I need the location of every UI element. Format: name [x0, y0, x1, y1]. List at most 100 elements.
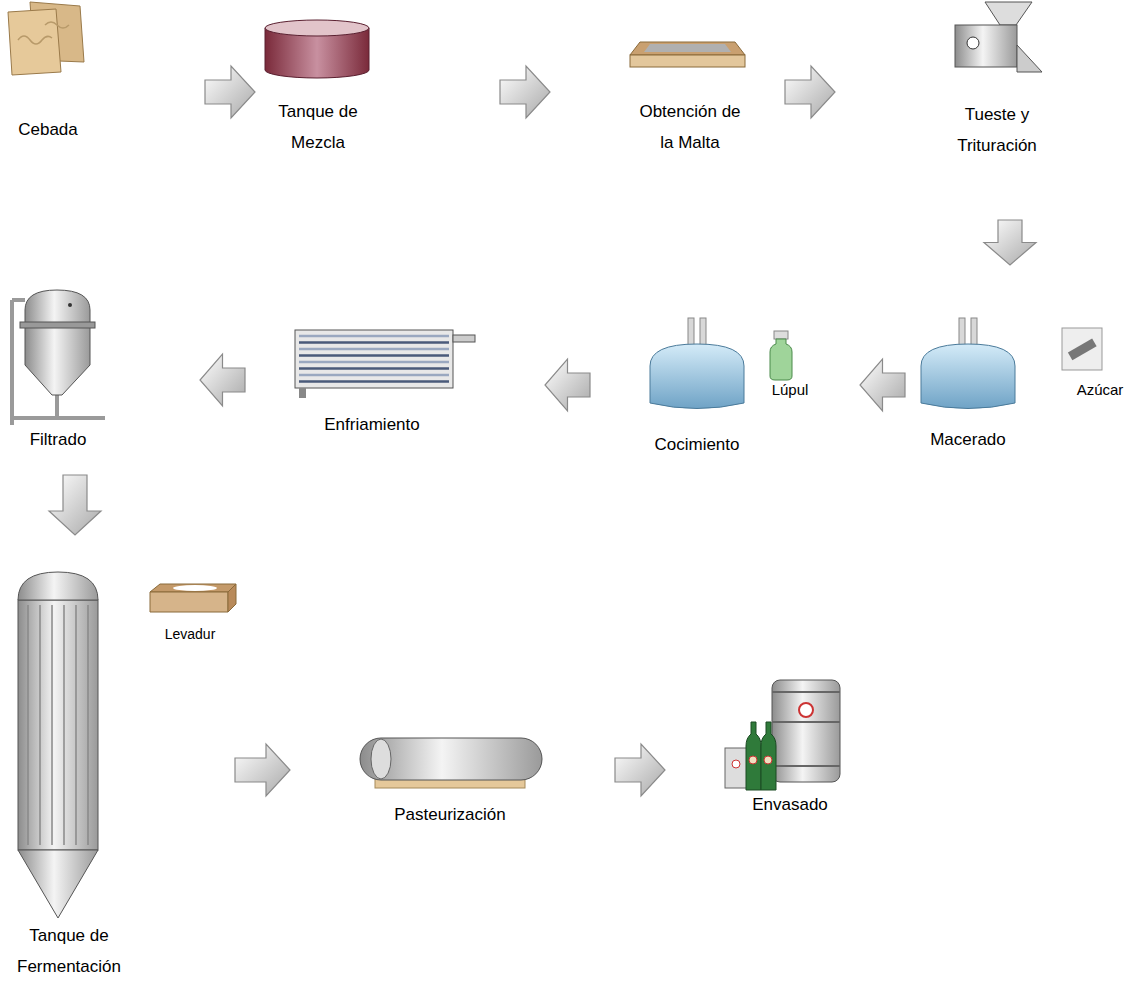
- cooler-tubes: [299, 380, 449, 383]
- barley-sacks: [18, 36, 52, 44]
- block-arrow: [984, 220, 1036, 265]
- step-label: Cocimiento: [654, 430, 739, 461]
- brew-kettle: [688, 318, 694, 348]
- cooler-tubes: [299, 336, 449, 382]
- cooler-tubes: [299, 335, 449, 338]
- process-step: Enfriamiento: [245, 300, 545, 470]
- filter-vessel: [20, 322, 95, 328]
- tank-ribs: [28, 605, 88, 845]
- packaging: [725, 748, 747, 788]
- block-arrow: [860, 359, 905, 411]
- packaging: [725, 680, 840, 790]
- process-step: Filtrado: [2, 275, 200, 475]
- packaging: [749, 756, 757, 764]
- roasting-grinder: [955, 2, 1042, 72]
- step-label: Pasteurización: [394, 800, 506, 831]
- cooler: [295, 330, 453, 388]
- cooler-tubes: [299, 374, 449, 377]
- ingredient-label: Lúpul: [772, 381, 809, 399]
- cooler-tubes: [299, 354, 449, 357]
- block-arrow: [615, 744, 665, 796]
- ingredient-label: Azúcar: [1077, 381, 1124, 399]
- cooler-tubes: [299, 367, 449, 370]
- block-arrow: [49, 475, 101, 535]
- sugar-icon: [1068, 339, 1097, 361]
- tank-ribs: [75, 605, 77, 845]
- packaging: [764, 756, 772, 764]
- cooler: [453, 335, 475, 342]
- brew-kettle: [650, 318, 744, 409]
- fermentation-tank: [18, 572, 98, 600]
- barley-sacks: [8, 2, 84, 75]
- block-arrow: [205, 66, 255, 118]
- process-step: Pasteurización: [290, 700, 615, 850]
- process-step: Cebada: [2, 0, 205, 150]
- sugar-icon: [1062, 328, 1102, 370]
- step-label: Cebada: [18, 115, 78, 146]
- ingredient-label: Levadur: [165, 626, 216, 643]
- pasteurizer: [371, 739, 391, 779]
- tank-ribs: [27, 605, 29, 845]
- fermentation-tank: [18, 572, 98, 918]
- mixing-tank: [265, 20, 369, 78]
- packaging: [772, 692, 840, 766]
- yeast-box: [150, 584, 236, 592]
- yeast-box: [150, 592, 228, 612]
- pasteurizer: [360, 738, 542, 780]
- roasting-grinder: [955, 25, 1017, 67]
- roasting-grinder: [985, 2, 1032, 25]
- hops-bottle: [770, 331, 792, 380]
- cooler-tubes: [299, 341, 449, 344]
- malting-tray: [630, 55, 745, 67]
- brew-kettle: [650, 344, 744, 409]
- yeast-box: [150, 584, 236, 612]
- packaging: [746, 722, 761, 790]
- tank-ribs: [39, 605, 41, 845]
- mash-tun: [959, 318, 965, 348]
- barley-sacks: [8, 9, 61, 75]
- mash-tun: [971, 318, 977, 348]
- fermentation-tank: [18, 850, 98, 918]
- sugar-icon: [1062, 328, 1102, 370]
- packaging: [761, 722, 776, 790]
- yeast-box: [173, 585, 217, 591]
- pasteurizer: [360, 738, 542, 788]
- step-label: Filtrado: [30, 425, 87, 456]
- step-label: Enfriamiento: [324, 410, 419, 441]
- hops-bottle: [774, 331, 788, 339]
- tank-ribs: [87, 605, 89, 845]
- filter-vessel: [12, 290, 105, 425]
- roasting-grinder: [967, 37, 979, 49]
- block-arrow: [545, 359, 590, 411]
- tank-ribs: [51, 605, 53, 845]
- step-label: Tanque de Fermentación: [4, 921, 134, 982]
- tank-ribs: [63, 605, 65, 845]
- roasting-grinder: [1017, 45, 1042, 72]
- malting-tray: [630, 42, 745, 55]
- packaging: [732, 760, 740, 768]
- malting-tray: [630, 42, 745, 67]
- block-arrow: [785, 66, 835, 118]
- step-label: Tueste y Trituración: [947, 100, 1047, 161]
- block-arrow: [200, 354, 245, 406]
- process-step: Obtención de la Malta: [550, 20, 785, 160]
- process-step: Cocimiento: [590, 300, 860, 470]
- barley-sacks: [45, 22, 69, 28]
- cooler: [299, 388, 306, 398]
- process-step: Macerado: [905, 265, 1050, 470]
- step-label: Tanque de Mezcla: [266, 97, 371, 158]
- process-step: Envasado: [665, 660, 900, 850]
- block-arrow: [235, 744, 290, 796]
- step-label: Envasado: [752, 790, 828, 821]
- step-label: Obtención de la Malta: [631, 97, 749, 158]
- packaging: [772, 680, 840, 782]
- brew-kettle: [700, 318, 706, 348]
- mash-tun: [921, 318, 1015, 409]
- fermentation-tank: [18, 600, 98, 850]
- cooler: [295, 330, 475, 398]
- process-step: Tanque de Fermentación: [2, 535, 235, 983]
- yeast-box: [228, 584, 236, 612]
- process-step: Tueste y Trituración: [835, 0, 1139, 220]
- mash-tun: [921, 344, 1015, 409]
